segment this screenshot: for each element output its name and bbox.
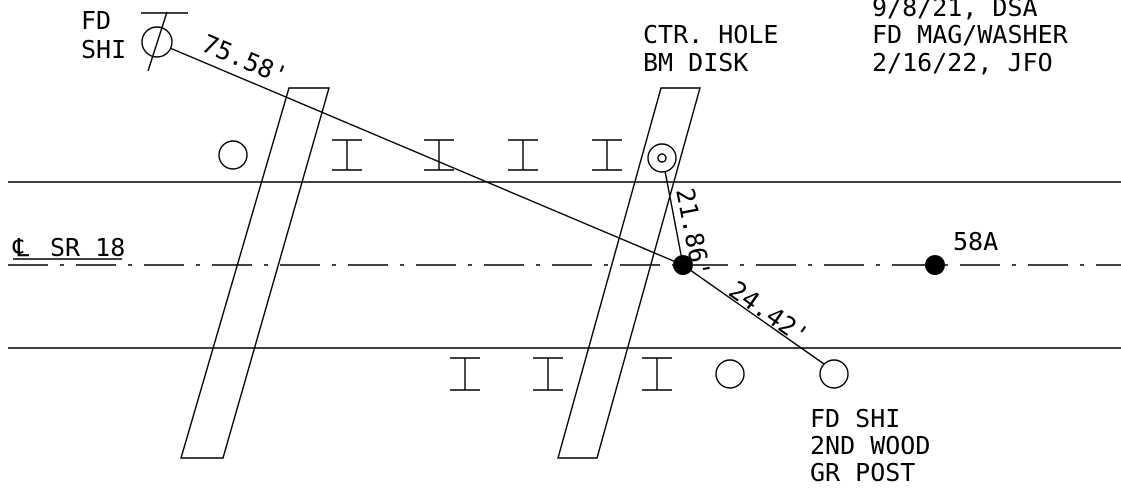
fd-shi-top-label-line2: SHI xyxy=(81,35,126,64)
note-line-3: 2/16/22, JFO xyxy=(872,48,1053,77)
fd-shi-bottom-label-line1: FD SHI xyxy=(810,404,900,433)
distance-bottom-shi: 24.42' xyxy=(724,275,815,351)
guardrail-post-top-4 xyxy=(592,139,622,171)
structure-right xyxy=(557,87,701,459)
fd-shi-top-label-line1: FD xyxy=(81,6,111,35)
centerline-symbol: ℄ xyxy=(12,233,29,262)
fd-shi-top-monument xyxy=(141,11,188,72)
post-circle-bottom xyxy=(715,359,745,389)
guardrail-post-top-2 xyxy=(424,139,454,171)
point-58a-marker xyxy=(925,255,945,275)
fd-shi-bottom-monument xyxy=(819,359,849,389)
guardrail-post-top-3 xyxy=(508,139,538,171)
guardrail-post-bottom-1 xyxy=(450,357,480,391)
note-line-1: 9/8/21, DSA xyxy=(872,0,1038,22)
point-58a-label: 58A xyxy=(953,227,998,256)
fd-shi-bottom-label-line3: GR POST xyxy=(810,458,915,487)
tie-line-bottom-shi xyxy=(682,264,825,365)
guardrail-post-bottom-3 xyxy=(642,357,672,391)
ctr-hole-label-line1: CTR. HOLE xyxy=(643,20,778,49)
bm-disk-icon xyxy=(647,143,677,173)
structure-left xyxy=(180,87,330,459)
fd-shi-bottom-label-line2: 2ND WOOD xyxy=(810,431,930,460)
distance-top-shi: 75.58' xyxy=(198,29,292,91)
note-line-2: FD MAG/WASHER xyxy=(872,20,1069,49)
centerline-road-label: SR 18 xyxy=(50,233,125,262)
ctr-hole-label-line2: BM DISK xyxy=(643,48,748,77)
tie-line-bm-disk xyxy=(664,170,684,266)
control-point xyxy=(673,255,693,275)
post-circle-top xyxy=(218,140,248,170)
tie-line-top-shi xyxy=(169,47,684,266)
guardrail-post-bottom-2 xyxy=(533,357,563,391)
guardrail-post-top-1 xyxy=(332,139,362,171)
